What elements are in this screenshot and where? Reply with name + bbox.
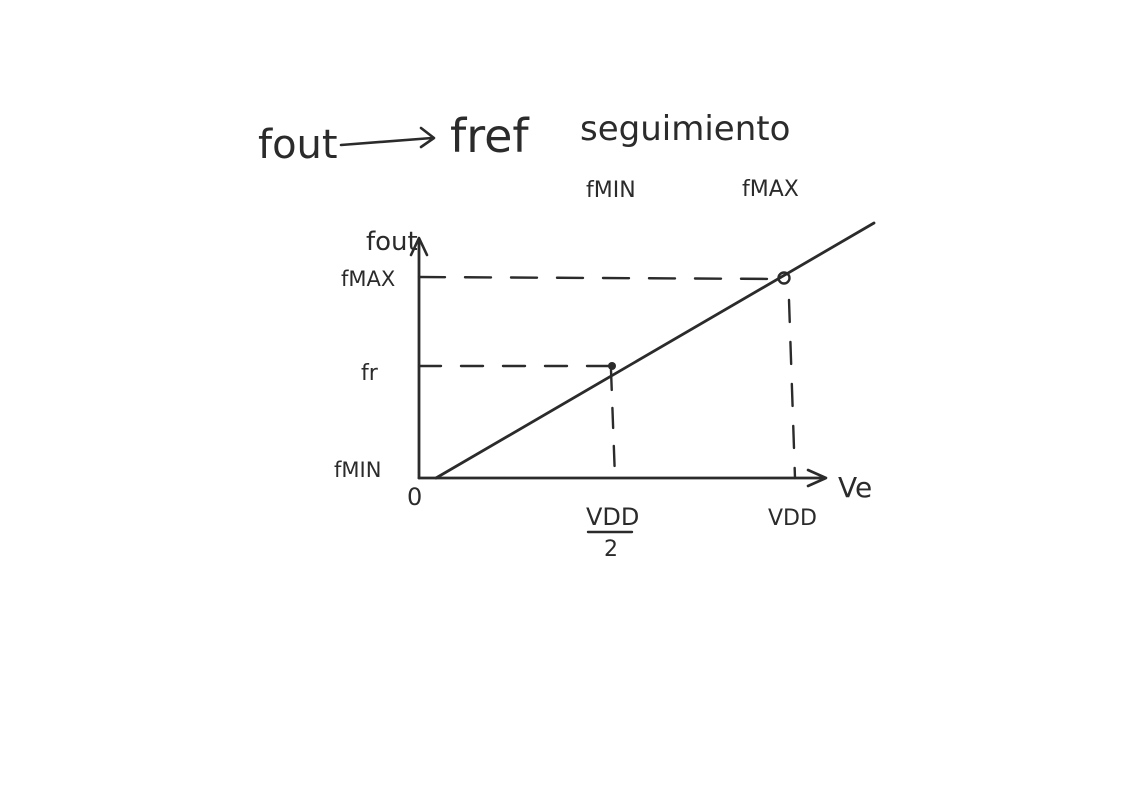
x-axis xyxy=(417,468,828,488)
origin-label: 0 xyxy=(407,483,422,511)
header-fmax-text: fMAX xyxy=(742,177,799,202)
fr-point xyxy=(608,362,616,370)
fmax-point xyxy=(777,271,791,285)
vdd-half-vertical-guide xyxy=(609,368,617,480)
y-axis-label: fout xyxy=(366,227,418,257)
x-tick-vdd-half-numerator: VDD xyxy=(586,503,639,531)
mapping-arrow-shaft xyxy=(339,136,434,147)
fmax-horizontal-guide xyxy=(417,275,787,281)
x-tick-vdd-label: VDD xyxy=(768,506,817,531)
mapping-arrow xyxy=(339,126,436,149)
y-tick-fmax-label: fMAX xyxy=(341,267,395,291)
vdd-vertical-guide xyxy=(787,298,797,480)
y-axis xyxy=(409,236,429,480)
y-axis-arrowhead xyxy=(409,236,429,257)
x-axis-label: Ve xyxy=(838,471,872,504)
transfer-line xyxy=(434,221,876,480)
fr-guides xyxy=(417,364,617,480)
header-fmin-text: fMIN xyxy=(586,178,636,203)
header-fref-text: fref xyxy=(450,109,530,163)
header-seguimiento-text: seguimiento xyxy=(580,109,790,149)
mapping-arrow-head xyxy=(419,126,436,149)
y-tick-fmin-label: fMIN xyxy=(334,458,381,482)
fmax-guides xyxy=(417,275,797,480)
y-tick-fr-label: fr xyxy=(361,361,379,386)
x-axis-arrowhead xyxy=(806,468,828,488)
header-fout-text: fout xyxy=(258,122,338,168)
x-tick-vdd-half-denominator: 2 xyxy=(604,537,618,562)
